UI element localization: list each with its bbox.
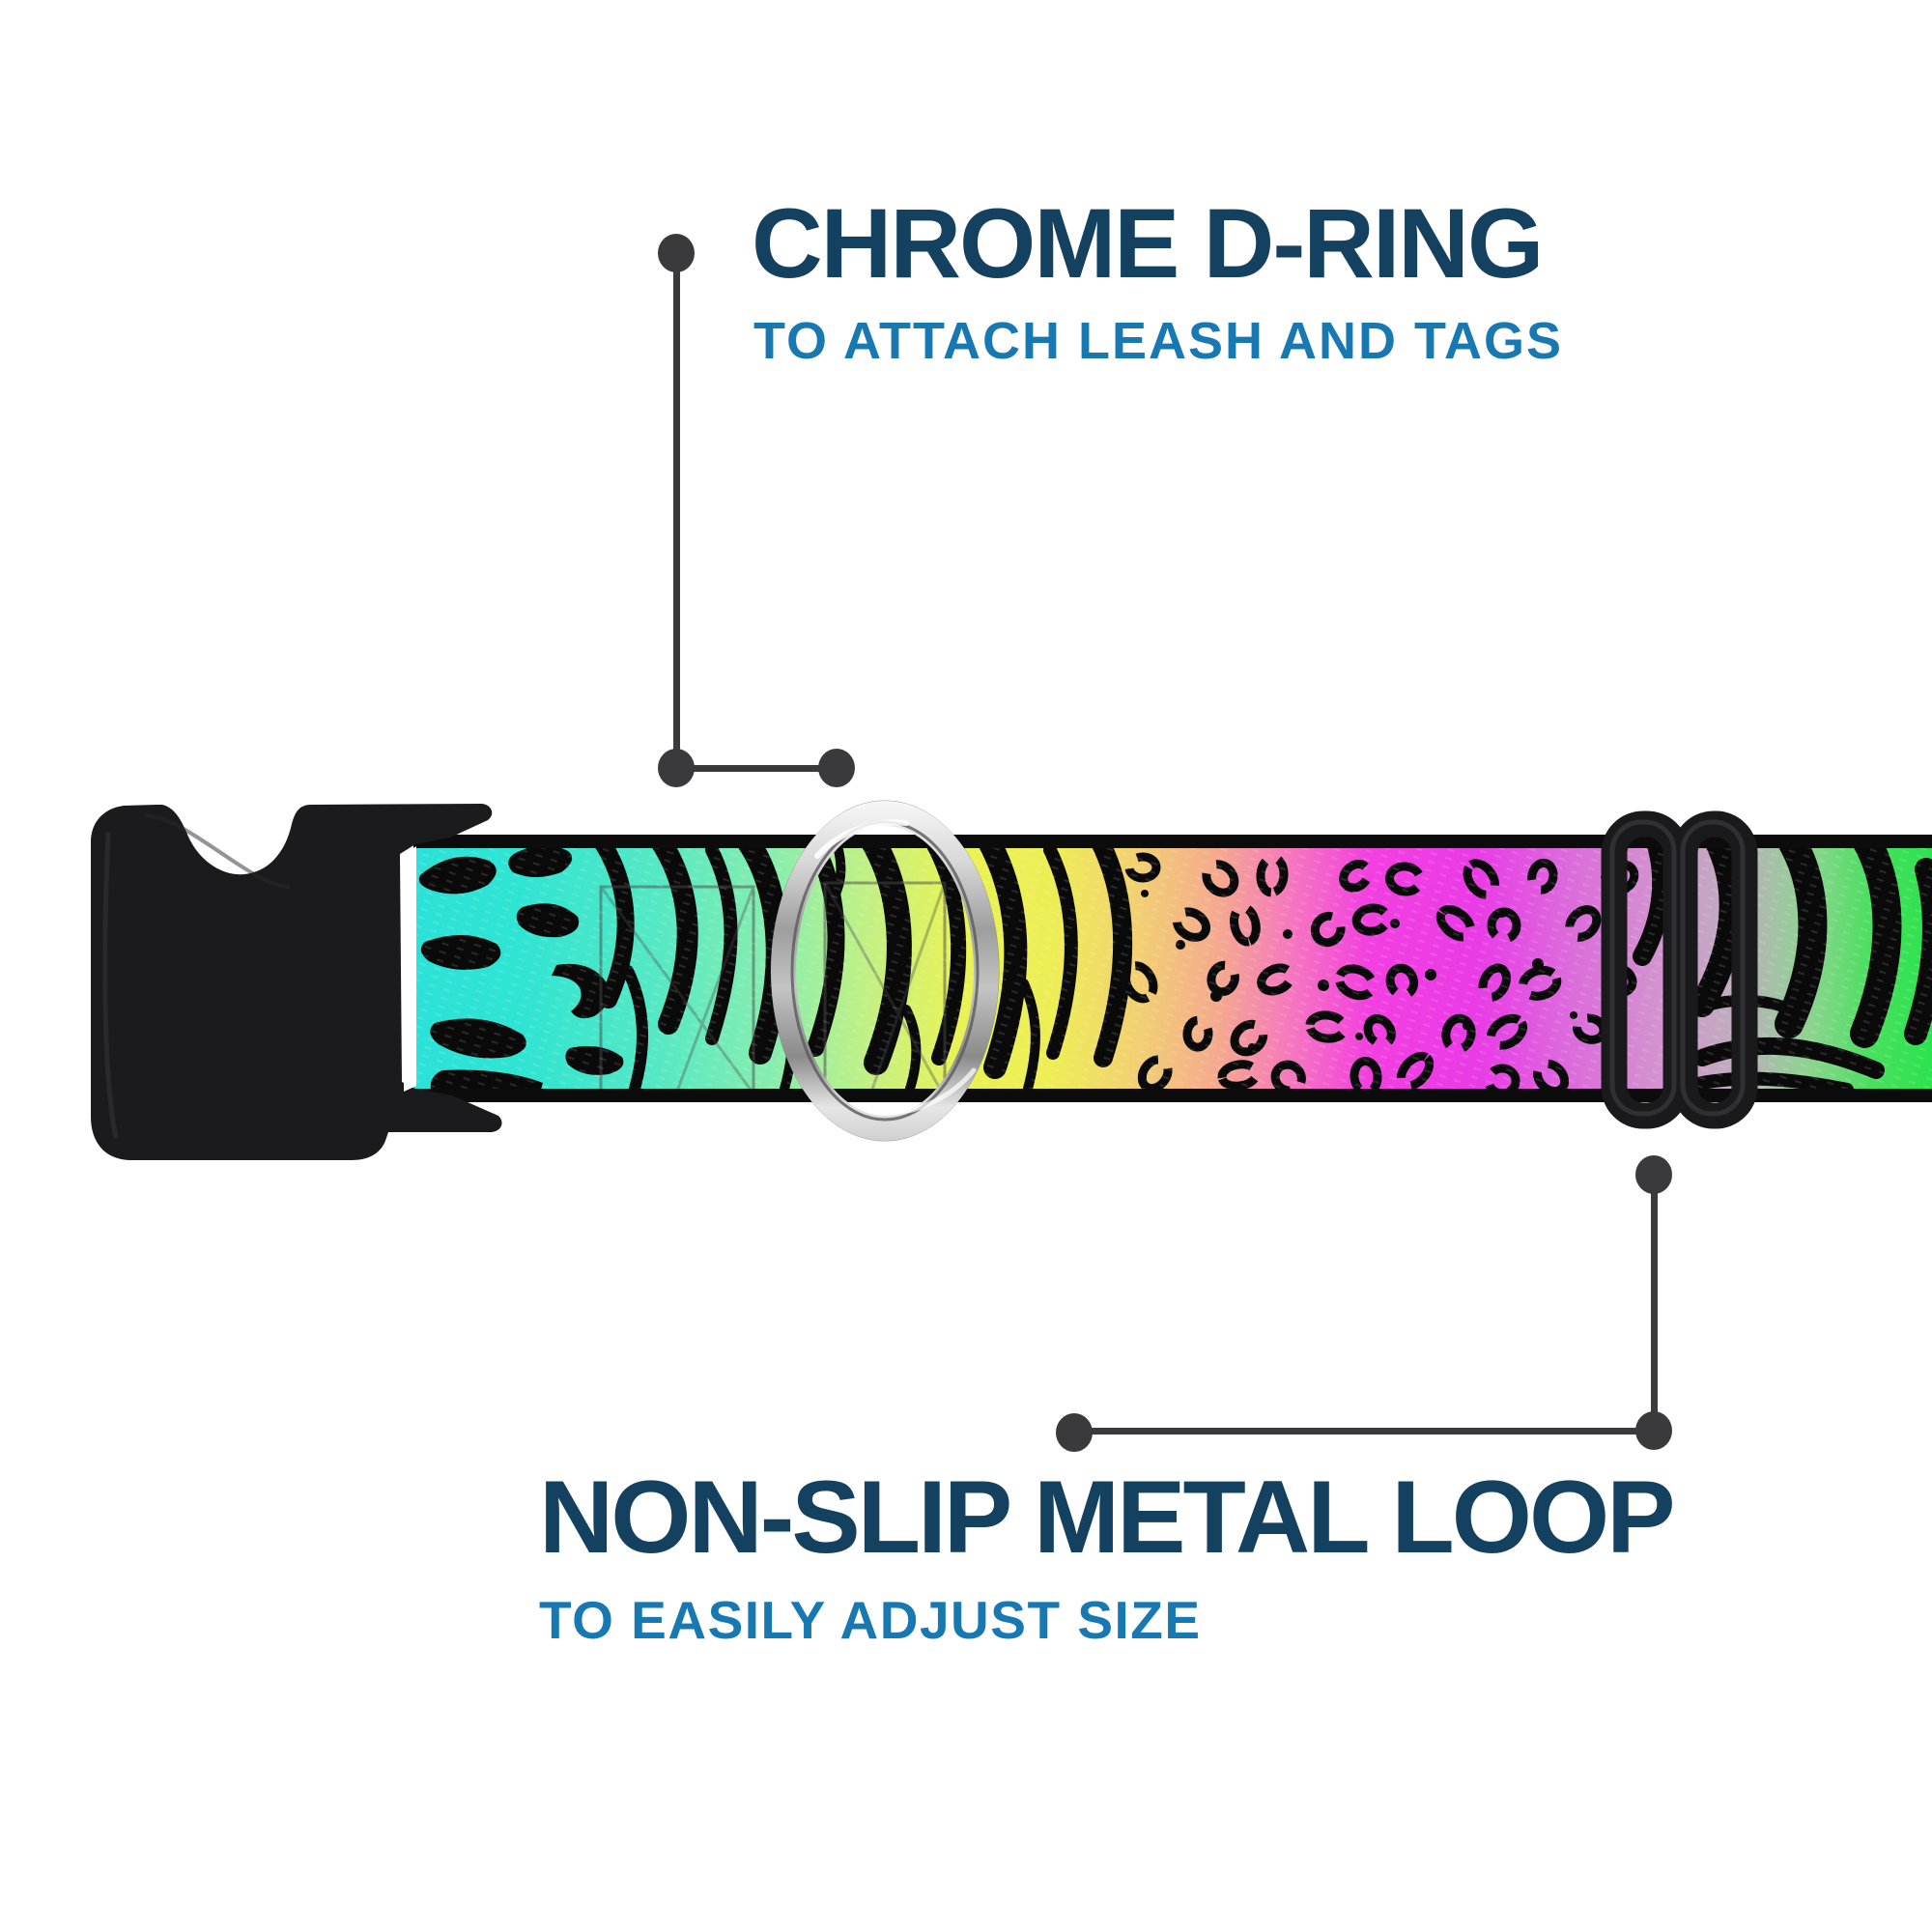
loop-label-title: NON-SLIP METAL LOOP bbox=[539, 1459, 1676, 1575]
callout-line-vertical bbox=[1651, 1174, 1658, 1431]
dring-label-subtitle: TO ATTACH LEASH AND TAGS bbox=[753, 312, 1563, 370]
collar-strap bbox=[413, 835, 1932, 1102]
buckle bbox=[91, 804, 502, 1160]
callout-line-horizontal bbox=[676, 765, 838, 772]
callout-line-horizontal bbox=[1074, 1428, 1654, 1435]
d-ring bbox=[770, 800, 1000, 1142]
callout-dot bbox=[818, 749, 855, 787]
callout-line-vertical bbox=[673, 253, 680, 768]
loop-label-subtitle: TO EASILY ADJUST SIZE bbox=[539, 1590, 1202, 1650]
dring-label-title: CHROME D-RING bbox=[752, 188, 1544, 298]
strap-bottom-edge bbox=[413, 1089, 1932, 1102]
strap-top-edge bbox=[413, 835, 1932, 848]
callout-dot bbox=[1056, 1413, 1093, 1452]
buckle-slit bbox=[404, 846, 416, 1092]
metal-loop-slider bbox=[1601, 810, 1758, 1129]
